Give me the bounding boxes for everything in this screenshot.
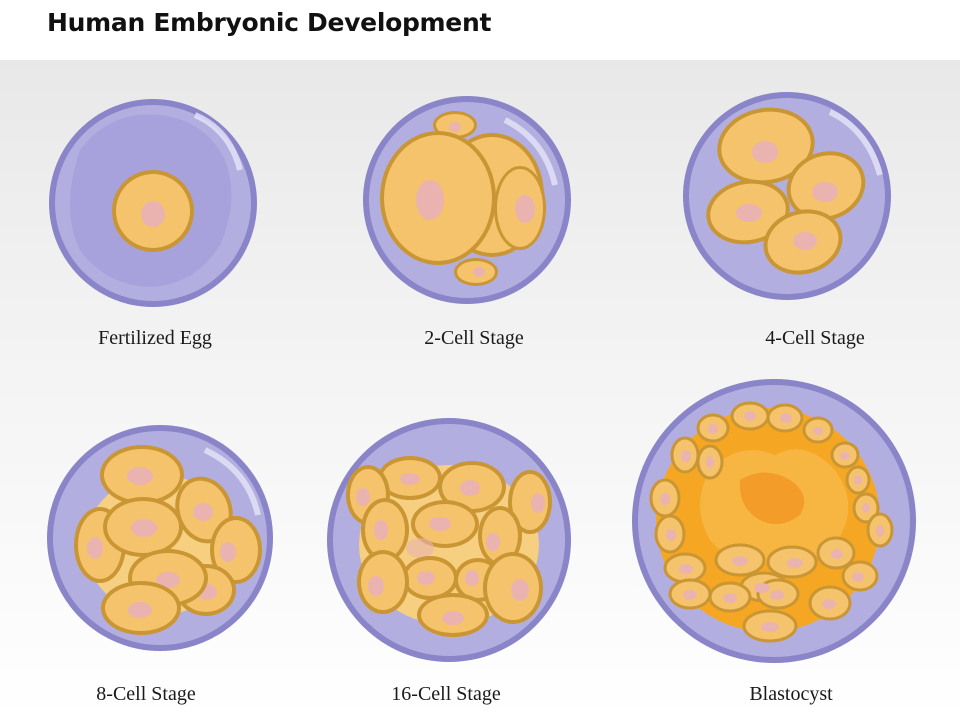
stage-label: 2-Cell Stage bbox=[424, 327, 524, 349]
stage-label: Blastocyst bbox=[749, 683, 833, 705]
cell-group bbox=[706, 107, 866, 275]
stage-label: 16-Cell Stage bbox=[391, 683, 501, 705]
inner-cell-mass bbox=[714, 536, 856, 603]
cell-group bbox=[346, 456, 552, 637]
stage-label: Fertilized Egg bbox=[98, 327, 212, 349]
trophoblast-cells bbox=[649, 401, 894, 643]
stage-label: 8-Cell Stage bbox=[96, 683, 196, 705]
header-bar: Human Embryonic Development bbox=[0, 0, 960, 60]
stage-label: 4-Cell Stage bbox=[765, 327, 865, 349]
page-title: Human Embryonic Development bbox=[47, 8, 492, 37]
